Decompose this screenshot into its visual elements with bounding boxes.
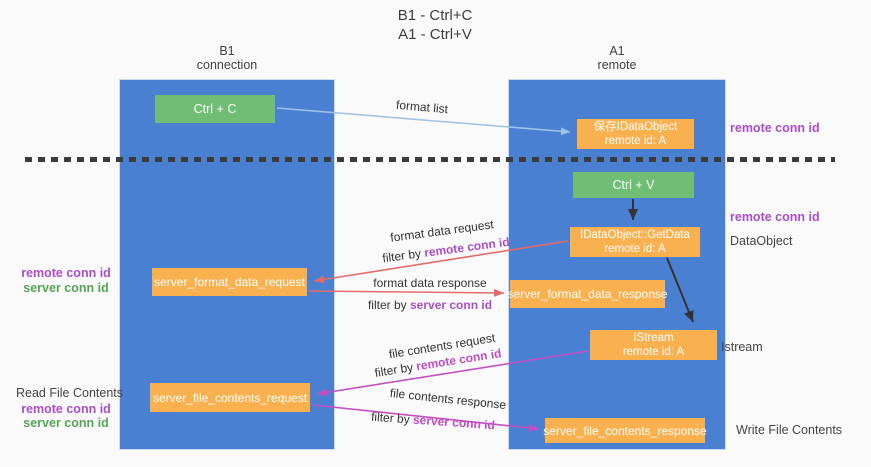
side-read-file-contents: Read File Contents <box>16 386 124 400</box>
lane-right-name: A1 <box>609 44 625 58</box>
filter-by-text: filter by <box>381 246 422 266</box>
label-format-data-response: format data response <box>373 276 487 290</box>
lane-right-sub: remote <box>597 58 637 72</box>
dashed-separator <box>25 157 835 162</box>
side-remote-conn-id-mid: remote conn id <box>730 210 820 224</box>
node-idataobject-getdata-line1: IDataObject::GetData <box>580 229 690 241</box>
node-server-file-contents-response: server_file_contents_response <box>543 418 707 443</box>
server-conn-id-highlight: server conn id <box>412 412 496 433</box>
side-left-remote-conn-id-2: remote conn id <box>21 402 111 416</box>
label-file-contents-response: file contents response <box>389 385 507 413</box>
node-istream: IStream remote id: A <box>590 330 717 360</box>
node-save-idataobject: 保存IDataObject remote id: A <box>577 119 694 149</box>
filter-by-text: filter by <box>367 298 407 312</box>
node-server-format-data-response-label: server_format_data_response <box>507 287 668 301</box>
node-ctrl-c: Ctrl + C <box>155 95 275 123</box>
node-server-file-contents-request-label: server_file_contents_request <box>152 390 308 405</box>
side-write-file-contents: Write File Contents <box>736 423 843 437</box>
side-remote-conn-id-top: remote conn id <box>730 121 820 135</box>
node-ctrl-c-label: Ctrl + C <box>193 102 237 116</box>
node-idataobject-getdata: IDataObject::GetData remote id: A <box>570 227 700 257</box>
lane-left-sub: connection <box>196 58 258 72</box>
filter-by-text: filter by <box>370 409 411 427</box>
side-left-server-conn-id-1: server conn id <box>23 281 109 295</box>
filter-by-text: filter by <box>373 360 415 380</box>
node-server-format-data-request-label: server_format_data_request <box>154 275 305 289</box>
lane-left-name: B1 <box>219 44 235 58</box>
lane-left-header: B1 connection <box>167 44 287 72</box>
side-left-remote-conn-id-1: remote conn id <box>21 266 111 280</box>
node-server-format-data-response: server_format_data_response <box>507 280 668 308</box>
arrow-format-data-response <box>308 288 505 297</box>
label-filter-server-1: filter by server conn id <box>368 298 492 312</box>
lane-right-header: A1 remote <box>557 44 677 72</box>
side-istream: Istream <box>721 340 763 354</box>
side-left-server-conn-id-2: server conn id <box>23 416 109 430</box>
node-save-idataobject-line2: remote id: A <box>604 135 667 147</box>
node-istream-line2: remote id: A <box>622 346 685 358</box>
node-ctrl-v-label: Ctrl + V <box>612 178 655 192</box>
title-line-1: B1 - Ctrl+C <box>397 7 473 24</box>
title-line-2: A1 - Ctrl+V <box>398 26 472 43</box>
diagram-title: B1 - Ctrl+C A1 - Ctrl+V <box>300 6 570 44</box>
side-dataobject: DataObject <box>730 234 793 248</box>
node-server-format-data-request: server_format_data_request <box>152 268 307 296</box>
node-istream-line1: IStream <box>633 332 674 344</box>
label-format-list: format list <box>395 97 449 117</box>
server-conn-id-highlight: server conn id <box>410 298 493 312</box>
node-server-file-contents-request: server_file_contents_request <box>150 383 310 412</box>
node-idataobject-getdata-line2: remote id: A <box>604 243 666 255</box>
label-filter-server-2: filter by server conn id <box>371 410 496 433</box>
node-ctrl-v: Ctrl + V <box>573 172 694 198</box>
node-server-file-contents-response-label: server_file_contents_response <box>543 423 707 438</box>
node-save-idataobject-line1: 保存IDataObject <box>593 121 678 133</box>
